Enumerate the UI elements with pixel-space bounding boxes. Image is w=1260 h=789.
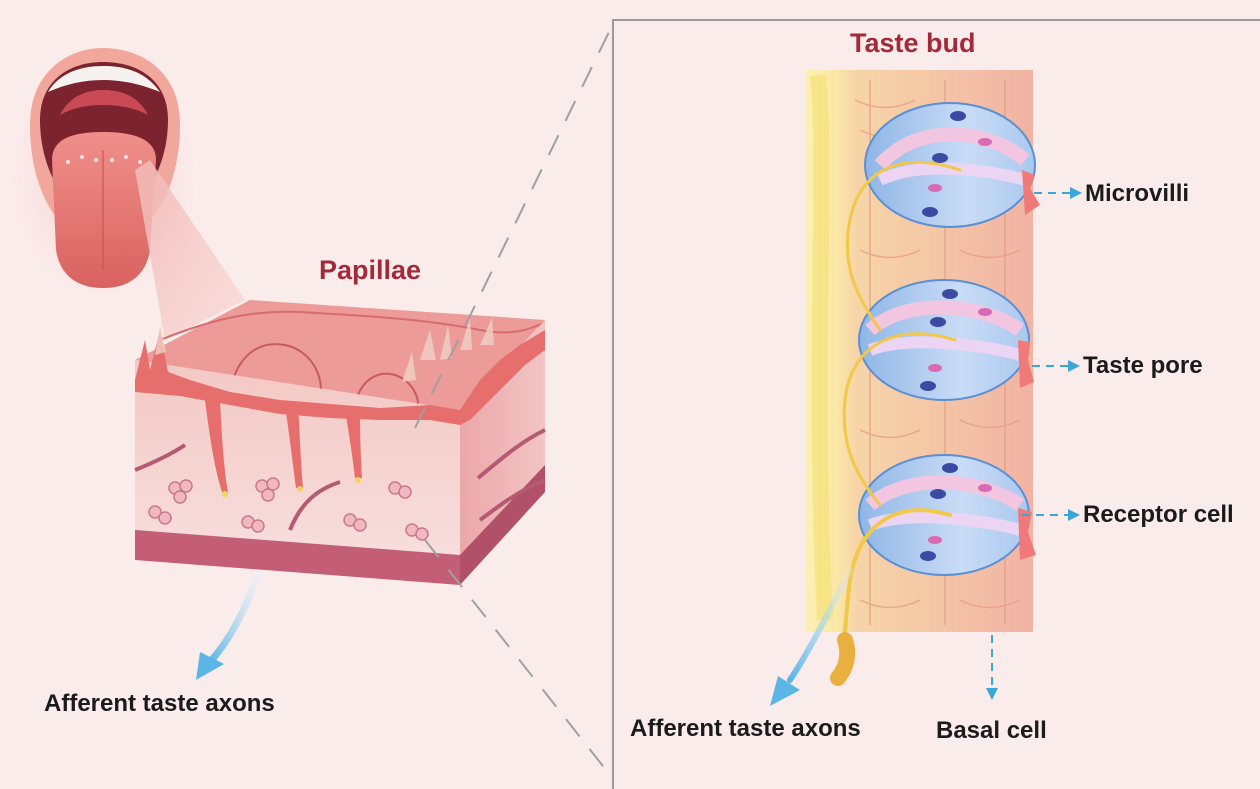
papillae-tissue-block <box>134 300 546 585</box>
papillae-label: Papillae <box>319 255 422 285</box>
afferent-taste-axons-right-label: Afferent taste axons <box>630 715 861 742</box>
taste-bud-title: Taste bud <box>850 28 976 58</box>
zoom-dashed-lines <box>414 29 611 775</box>
taste-bud-middle <box>858 279 1034 401</box>
label-pointer-heads <box>986 187 1082 700</box>
basal-cell-label: Basal cell <box>936 717 1047 744</box>
afferent-arrow-right <box>770 567 853 706</box>
zoom-beam <box>135 160 245 340</box>
afferent-taste-axons-left-label: Afferent taste axons <box>44 690 275 717</box>
microvilli-label: Microvilli <box>1085 180 1190 207</box>
receptor-cell-label: Receptor cell <box>1083 501 1234 528</box>
taste-pore-label: Taste pore <box>1083 352 1203 379</box>
label-pointers <box>991 192 1070 688</box>
afferent-arrow-left <box>196 571 262 680</box>
zoom-panel-frame <box>612 19 1260 789</box>
